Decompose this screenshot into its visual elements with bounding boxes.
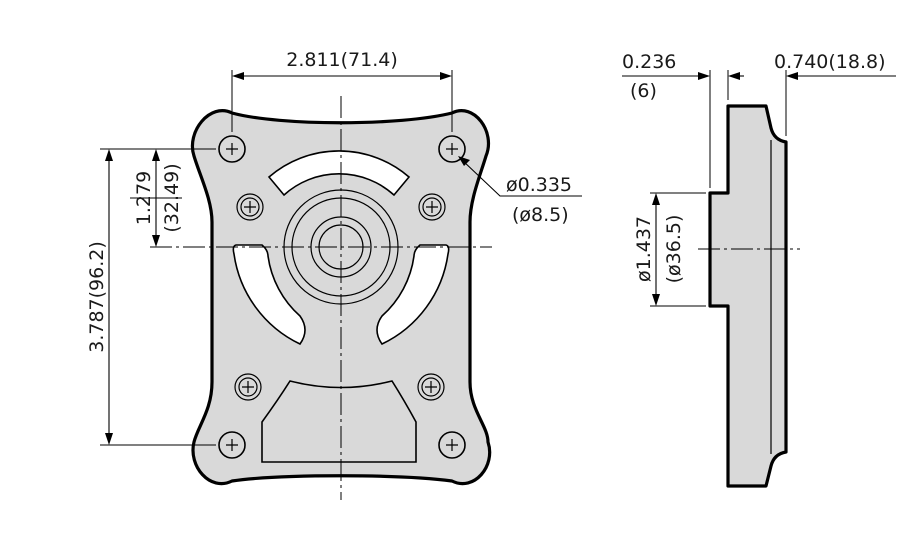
- hole-diameter-mm-label: (ø8.5): [512, 204, 569, 226]
- pilot-diameter-mm-label: (ø36.5): [663, 215, 685, 284]
- screw-hole-upper-right: [418, 193, 446, 221]
- width-dimension: [231, 70, 453, 132]
- corner-hole-top-left: [218, 135, 246, 163]
- top-arc-slot: [267, 150, 411, 197]
- height-dimension-label: 3.787(96.2): [86, 241, 108, 353]
- pilot-diameter-inch-label: ø1.437: [633, 216, 655, 282]
- pilot-height-inch-label: 0.236: [622, 51, 676, 73]
- total-thickness-dimension: [785, 70, 896, 136]
- center-offset-mm-label: (32.49): [161, 163, 183, 232]
- hole-diameter-leader: [458, 156, 582, 197]
- total-thickness-label: 0.740(18.8): [774, 51, 886, 73]
- center-offset-dimension: [130, 149, 182, 247]
- bottom-pocket: [261, 380, 417, 463]
- pilot-diameter-dimension: [650, 192, 706, 307]
- pilot-height-mm-label: (6): [630, 80, 657, 102]
- width-dimension-label: 2.811(71.4): [286, 49, 398, 71]
- screw-hole-lower-left: [234, 373, 262, 401]
- pilot-height-dimension: [622, 70, 744, 188]
- front-view: 2.811(71.4) 3.787(96.2) 1.279 (32.49) ø0…: [86, 49, 582, 500]
- corner-hole-top-right: [438, 135, 466, 163]
- corner-hole-bottom-right: [438, 431, 466, 459]
- side-profile: [708, 104, 788, 488]
- screw-hole-upper-left: [236, 193, 264, 221]
- right-curved-slot: [376, 244, 450, 346]
- center-offset-inch-label: 1.279: [133, 171, 155, 225]
- corner-hole-bottom-left: [218, 431, 246, 459]
- side-view: 0.236 (6) 0.740(18.8) ø1.437 (ø36.5): [622, 51, 896, 488]
- hole-diameter-inch-label: ø0.335: [506, 174, 572, 196]
- height-dimension: [100, 148, 216, 446]
- left-curved-slot: [232, 244, 306, 346]
- screw-hole-lower-right: [417, 373, 445, 401]
